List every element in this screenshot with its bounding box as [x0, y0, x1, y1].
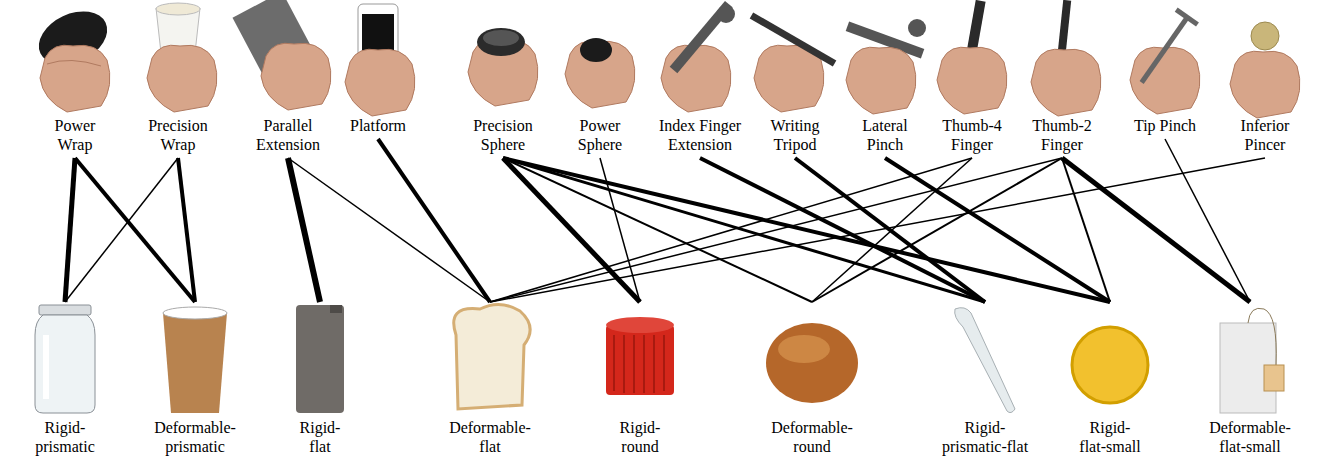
grasp-object-link	[1062, 158, 1250, 302]
thumb-2-finger-photo	[1031, 0, 1101, 116]
grasp-type: Precision Wrap	[135, 2, 221, 158]
node-label: Power Wrap	[45, 116, 105, 154]
index-finger-extension-photo	[661, 1, 735, 112]
lateral-pinch-photo	[846, 19, 926, 114]
grasp-type: Thumb-2 Finger	[1020, 2, 1104, 158]
grasp-object-link	[812, 158, 1062, 302]
node-label: Deformable-prismatic	[152, 418, 238, 456]
grasp-object-link	[65, 158, 75, 302]
node-label: Thumb-2 Finger	[1027, 116, 1097, 154]
power-sphere-photo	[565, 38, 635, 108]
node-label: Lateral Pinch	[850, 116, 920, 154]
grasp-type: Platform	[335, 2, 421, 139]
grasp-type: Lateral Pinch	[843, 2, 927, 158]
grasp-object-link	[1062, 158, 1110, 302]
grasp-object-link	[65, 158, 178, 302]
grasp-type: Thumb-4 Finger	[930, 2, 1014, 158]
parallel-extension-photo	[232, 0, 330, 110]
object-class: Rigid-flat-small	[1068, 302, 1152, 460]
yellow-disc	[1072, 327, 1148, 403]
grasp-object-link	[490, 158, 1265, 302]
inferior-pincer-photo	[1230, 22, 1300, 118]
rigid-flat-box	[296, 305, 344, 413]
node-label: Writing Tripod	[760, 116, 830, 154]
tea-bag	[1220, 308, 1284, 413]
grasp-type: Power Wrap	[33, 2, 117, 158]
bread-bun	[766, 323, 858, 403]
power-wrap-photo	[30, 1, 116, 112]
precision-sphere-photo	[468, 28, 538, 106]
object-class: Deformable-round	[766, 302, 858, 460]
node-label: Tip Pinch	[1125, 116, 1205, 135]
node-label: Rigid-round	[615, 418, 665, 456]
grasp-type: Tip Pinch	[1122, 2, 1208, 139]
grasp-object-link	[178, 158, 195, 302]
grasp-type: Index Finger Extension	[647, 2, 753, 158]
object-class: Deformable-flat-small	[1202, 302, 1298, 460]
grasp-object-link	[503, 158, 1110, 302]
node-label: Thumb-4 Finger	[937, 116, 1007, 154]
node-label: Deformable-round	[769, 418, 855, 456]
node-label: Parallel Extension	[248, 116, 328, 154]
node-label: Deformable-flat-small	[1205, 418, 1295, 456]
grasp-type: Inferior Pincer	[1223, 2, 1307, 158]
object-class: Rigid-round	[598, 302, 682, 460]
node-label: Rigid-prismatic-flat	[937, 418, 1033, 456]
object-class: Rigid-flat	[278, 302, 362, 460]
red-cap	[606, 317, 674, 395]
grasp-object-link	[288, 158, 490, 302]
grasp-object-link	[75, 158, 195, 302]
node-label: Deformable-flat	[447, 418, 533, 456]
grasp-type: Writing Tripod	[753, 2, 837, 158]
node-label: Precision Wrap	[138, 116, 218, 154]
paper-cup	[163, 307, 227, 413]
grasp-object-link	[490, 158, 1062, 302]
grasp-object-link	[700, 158, 985, 302]
glass-jar	[35, 305, 95, 413]
grasp-type: Power Sphere	[558, 2, 642, 158]
node-label: Rigid-flat	[295, 418, 345, 456]
node-label: Inferior Pincer	[1230, 116, 1300, 154]
writing-tripod-photo	[750, 12, 837, 112]
precision-wrap-photo	[147, 3, 217, 112]
tip-pinch-photo	[1130, 8, 1200, 114]
object-class: Rigid-prismatic	[23, 302, 107, 460]
node-label: Platform	[338, 116, 418, 135]
grasp-type: Precision Sphere	[460, 2, 546, 158]
node-label: Precision Sphere	[463, 116, 543, 154]
plastic-knife	[955, 308, 1015, 413]
object-class: Rigid-prismatic-flat	[934, 302, 1036, 460]
node-label: Rigid-prismatic	[32, 418, 98, 456]
grasp-object-link	[490, 158, 972, 302]
grasp-type: Parallel Extension	[245, 2, 331, 158]
grasp-object-link	[288, 158, 320, 302]
grasp-object-link	[812, 158, 972, 302]
node-label: Power Sphere	[570, 116, 630, 154]
node-label: Index Finger Extension	[650, 116, 750, 154]
node-label: Rigid-flat-small	[1078, 418, 1142, 456]
object-class: Deformable-prismatic	[149, 302, 241, 460]
thumb-4-finger-photo	[937, 0, 1007, 114]
object-class: Deformable-flat	[444, 302, 536, 460]
grasp-object-link	[378, 139, 490, 302]
grasp-object-link	[795, 158, 985, 302]
platform-photo	[345, 4, 415, 116]
grasp-object-link	[885, 158, 1110, 302]
bread-slice	[454, 304, 530, 409]
grasp-object-link	[503, 158, 812, 302]
